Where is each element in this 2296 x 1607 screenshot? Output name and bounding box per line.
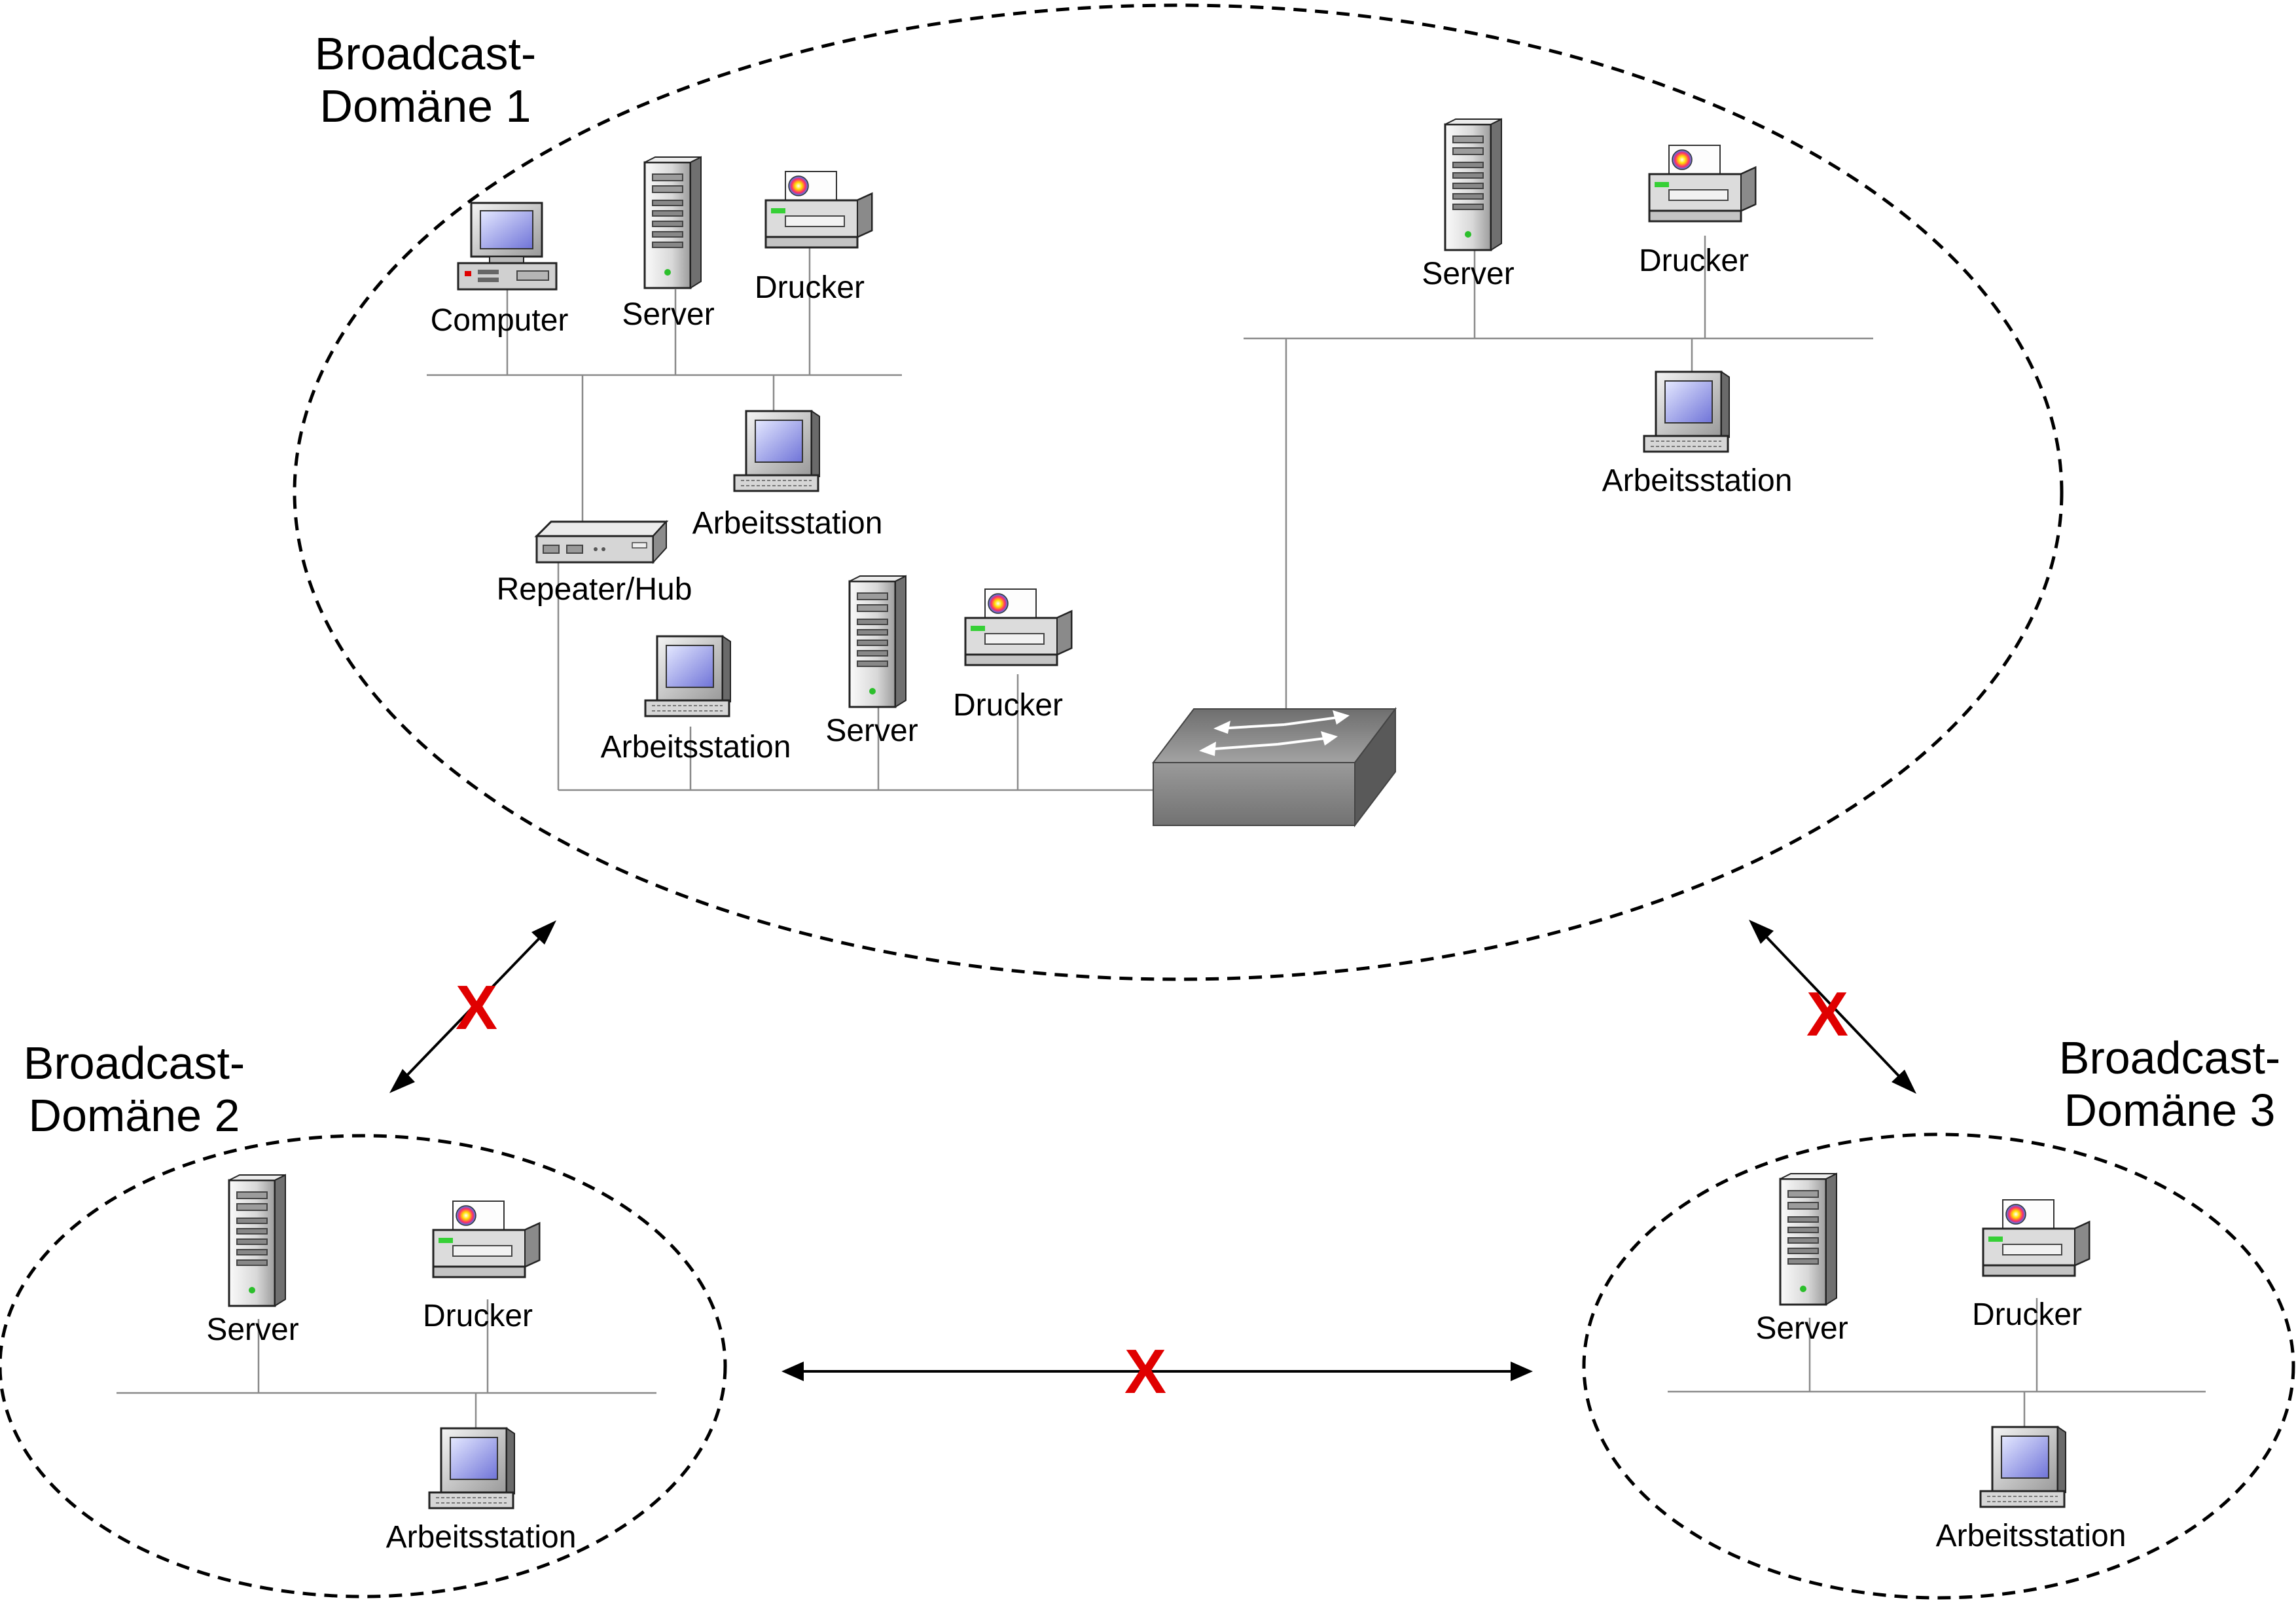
arrowhead-icon bbox=[531, 920, 556, 945]
workstation-icon bbox=[644, 635, 732, 717]
d1-server-b-label: Server bbox=[825, 713, 918, 748]
d2-arbeitsstation-label: Arbeitsstation bbox=[386, 1520, 577, 1555]
blocked-link-1-3: X bbox=[1749, 920, 1916, 1094]
blocked-marker: X bbox=[1806, 979, 1848, 1049]
arrowhead-icon bbox=[389, 1069, 415, 1093]
domain-1-boundary bbox=[293, 3, 2064, 981]
d3-arbeitsstation-label: Arbeitsstation bbox=[1936, 1519, 2126, 1553]
arrowhead-icon bbox=[1892, 1070, 1916, 1094]
arrowhead-icon bbox=[781, 1362, 804, 1381]
computer-icon bbox=[457, 202, 558, 291]
printer-icon bbox=[1982, 1199, 2090, 1277]
domain-2-title-line2: Domäne 2 bbox=[29, 1090, 240, 1141]
domain-2-boundary bbox=[0, 1134, 727, 1598]
d1-computer-label: Computer bbox=[431, 303, 569, 338]
d3-server-label: Server bbox=[1755, 1311, 1848, 1346]
server-icon bbox=[1444, 118, 1503, 251]
domain-1-title-line2: Domäne 1 bbox=[320, 81, 531, 132]
arrowhead-icon bbox=[1749, 920, 1774, 944]
printer-icon bbox=[764, 170, 873, 249]
printer-icon bbox=[1648, 144, 1757, 223]
printer-icon bbox=[432, 1200, 541, 1278]
domain-1-title-line1: Broadcast- bbox=[315, 28, 536, 79]
d1-drucker-c-label: Drucker bbox=[1639, 244, 1749, 278]
server-icon bbox=[643, 156, 702, 289]
workstation-icon bbox=[733, 410, 821, 492]
d1-repeater-label: Repeater/Hub bbox=[497, 572, 692, 607]
server-icon bbox=[848, 575, 907, 708]
printer-icon bbox=[964, 588, 1073, 666]
domain-3-cabling bbox=[1668, 1298, 2206, 1429]
d1-arbeitsstation-c-label: Arbeitsstation bbox=[1602, 463, 1793, 498]
domain-3-boundary bbox=[1582, 1132, 2295, 1600]
workstation-icon bbox=[1979, 1426, 2067, 1508]
domain-2-cabling bbox=[117, 1299, 656, 1430]
d3-drucker-label: Drucker bbox=[1972, 1297, 2082, 1332]
d1-drucker-b-label: Drucker bbox=[953, 688, 1063, 723]
blocked-link-1-2: X bbox=[389, 920, 556, 1093]
blocked-marker: X bbox=[456, 973, 497, 1043]
d1-server-c-label: Server bbox=[1422, 257, 1514, 291]
network-switch-icon bbox=[1152, 708, 1397, 827]
arrowhead-icon bbox=[1511, 1362, 1533, 1381]
workstation-icon bbox=[428, 1427, 516, 1509]
d2-drucker-label: Drucker bbox=[423, 1299, 533, 1333]
domain-3-title-line1: Broadcast- bbox=[2059, 1032, 2280, 1083]
repeater-hub-icon bbox=[535, 520, 668, 564]
domain-2-title-line1: Broadcast- bbox=[24, 1038, 245, 1089]
blocked-marker: X bbox=[1124, 1337, 1166, 1407]
d2-server-label: Server bbox=[206, 1312, 298, 1347]
workstation-icon bbox=[1643, 370, 1731, 453]
blocked-link-2-3: X bbox=[781, 1337, 1533, 1407]
d1-drucker-a-label: Drucker bbox=[755, 270, 865, 305]
d1-arbeitsstation-a-label: Arbeitsstation bbox=[692, 506, 883, 541]
d1-server-a-label: Server bbox=[622, 297, 714, 332]
d1-arbeitsstation-b-label: Arbeitsstation bbox=[601, 730, 791, 765]
domain-1-cabling bbox=[427, 236, 1873, 791]
server-icon bbox=[228, 1174, 287, 1307]
domain-3-title-line2: Domäne 3 bbox=[2064, 1085, 2276, 1136]
server-icon bbox=[1779, 1172, 1838, 1306]
